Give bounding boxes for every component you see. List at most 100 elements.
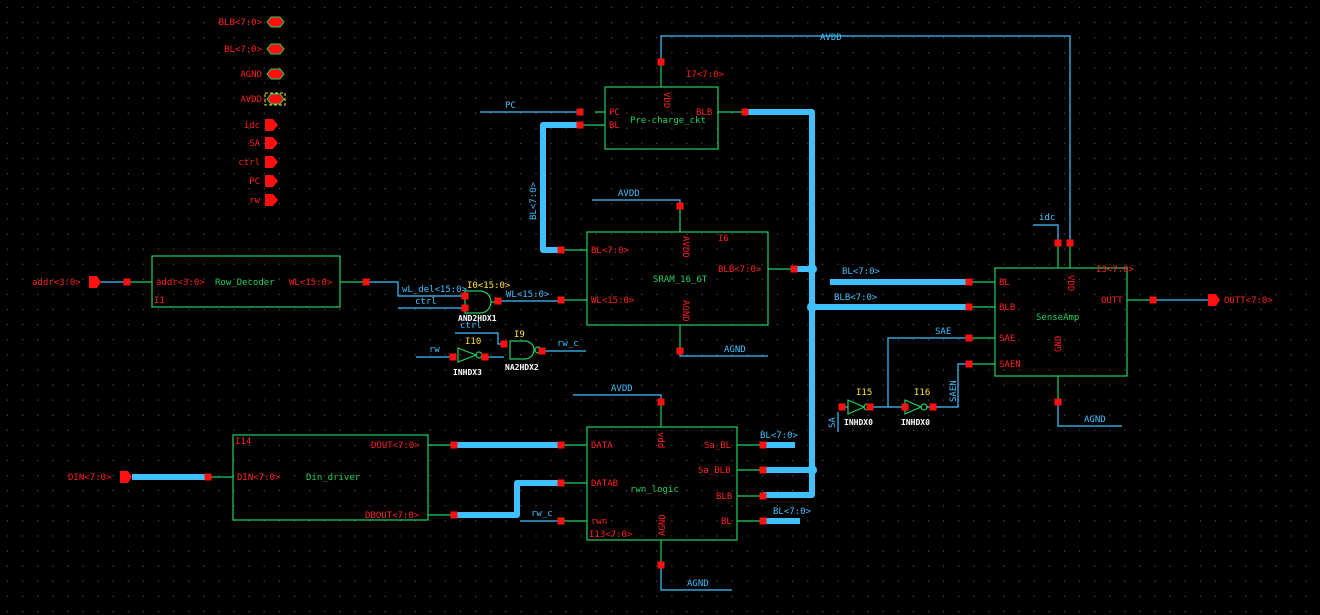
- connection-square: [759, 517, 767, 525]
- svg-text:AGND: AGND: [680, 300, 690, 322]
- svg-text:I16: I16: [914, 388, 930, 398]
- net-label-agnd: AGND: [687, 579, 709, 589]
- svg-text:INHDX0: INHDX0: [901, 418, 930, 427]
- svg-text:NA2HDX2: NA2HDX2: [505, 363, 539, 372]
- svg-text:AND2HDX1: AND2HDX1: [458, 314, 497, 323]
- pin-din[interactable]: DIN<7:0>: [68, 471, 132, 483]
- svg-text:AGND: AGND: [658, 514, 668, 536]
- wire-rwn-agnd[interactable]: [660, 565, 732, 591]
- pin-avdd[interactable]: AVDD: [240, 92, 286, 106]
- wire-idc[interactable]: [1033, 224, 1059, 243]
- svg-text:DIN<7:0>: DIN<7:0>: [237, 473, 281, 483]
- pin-sa[interactable]: SA: [249, 137, 278, 149]
- svg-text:DIN<7:0>: DIN<7:0>: [68, 473, 112, 483]
- wire-avdd-top[interactable]: [660, 35, 1071, 243]
- connection-square: [500, 340, 508, 348]
- connection-square: [481, 353, 489, 361]
- instance-din-driver[interactable]: I14 DIN<7:0> Din_driver DOUT<7:0> DBOUT<…: [208, 434, 454, 521]
- svg-text:BLB: BLB: [999, 303, 1015, 313]
- svg-text:BLB: BLB: [716, 492, 732, 502]
- inout-pin-icon: [266, 16, 285, 28]
- connection-square: [1054, 239, 1062, 247]
- wire-wl-del[interactable]: [366, 281, 465, 309]
- connection-square: [741, 108, 749, 116]
- net-label-wl: WL<15:0>: [506, 290, 550, 300]
- net-label-agnd: AGND: [724, 345, 746, 355]
- net-label-bl: BL<7:0>: [773, 507, 812, 517]
- svg-text:GND: GND: [1054, 336, 1064, 352]
- connection-square: [461, 292, 469, 300]
- instance-senseamp[interactable]: BL BLB SAE SAEN OUTT VDD GND SenseAmp I3…: [969, 243, 1153, 402]
- input-pin-icon: [265, 137, 278, 149]
- connection-square: [204, 473, 212, 481]
- svg-text:BLB<7:0>: BLB<7:0>: [718, 265, 762, 275]
- inout-pin-icon: [266, 43, 285, 55]
- pin-pc[interactable]: PC: [249, 175, 278, 187]
- pin-list: BLB<7:0> BL<7:0> AGND AVDD idc SA ctrl P…: [219, 16, 286, 206]
- svg-text:BL<7:0>: BL<7:0>: [591, 246, 630, 256]
- pin-blb[interactable]: BLB<7:0>: [219, 16, 285, 28]
- svg-text:I0<15:0>: I0<15:0>: [467, 281, 511, 291]
- svg-text:AVDD: AVDD: [240, 95, 262, 105]
- svg-text:INHDX3: INHDX3: [453, 368, 482, 377]
- instance-row-decoder[interactable]: addr<3:0> Row_Decoder WL<15:0> I1: [127, 255, 366, 308]
- svg-text:BL: BL: [999, 278, 1010, 288]
- net-label-ctrl: ctrl: [415, 297, 437, 307]
- bus-bl-precharge[interactable]: [540, 122, 580, 253]
- connection-square: [576, 121, 584, 129]
- inout-pin-icon: [266, 93, 285, 105]
- svg-text:AGND: AGND: [240, 70, 262, 80]
- connection-square: [362, 278, 370, 286]
- connection-square: [557, 296, 565, 304]
- connection-square: [449, 353, 457, 361]
- connection-square: [657, 398, 665, 406]
- connection-square: [450, 441, 458, 449]
- connection-square: [965, 334, 973, 342]
- instance-sram[interactable]: BL<7:0> WL<15:0> BLB<7:0> AVDD AGND SRAM…: [561, 206, 794, 351]
- svg-text:I9: I9: [514, 330, 525, 340]
- net-label-ctrl: ctrl: [460, 321, 482, 331]
- svg-text:addr<3:0>: addr<3:0>: [32, 278, 81, 288]
- net-label-avdd: AVDD: [611, 384, 633, 394]
- connection-square: [1066, 239, 1074, 247]
- pin-addr[interactable]: addr<3:0>: [32, 276, 101, 288]
- connection-square: [790, 265, 798, 273]
- connection-square: [576, 108, 584, 116]
- svg-text:I7<7:0>: I7<7:0>: [686, 70, 725, 80]
- svg-text:OUTT<7:0>: OUTT<7:0>: [1224, 296, 1273, 306]
- pin-bl[interactable]: BL<7:0>: [224, 43, 285, 55]
- pin-outt[interactable]: OUTT<7:0>: [1208, 294, 1273, 306]
- svg-text:AVDD: AVDD: [680, 236, 690, 258]
- net-label-blb: BLB<7:0>: [834, 293, 878, 303]
- svg-text:PC: PC: [609, 108, 620, 118]
- input-pin-icon: [265, 119, 278, 131]
- svg-text:INHDX0: INHDX0: [844, 418, 873, 427]
- connection-square: [929, 403, 937, 411]
- net-label-sa: SA: [828, 417, 838, 428]
- svg-text:VDD: VDD: [661, 92, 671, 108]
- svg-text:I3<7:0>: I3<7:0>: [1096, 265, 1135, 275]
- svg-text:I10: I10: [465, 337, 481, 347]
- pin-ctrl[interactable]: ctrl: [238, 156, 278, 168]
- svg-text:addr<3:0>: addr<3:0>: [156, 278, 205, 288]
- connection-square: [759, 441, 767, 449]
- net-label-bl-vertical: BL<7:0>: [529, 181, 539, 220]
- instance-rwn-logic[interactable]: DATA DATAB rwn I13<7:0> Sa_BL Sa_BLB BLB…: [561, 402, 763, 565]
- pin-idc[interactable]: idc: [244, 119, 278, 131]
- svg-text:DOUT<7:0>: DOUT<7:0>: [371, 441, 420, 451]
- svg-text:I1: I1: [154, 296, 165, 306]
- svg-text:Sa_BL: Sa_BL: [704, 441, 731, 451]
- svg-text:DBOUT<7:0>: DBOUT<7:0>: [365, 511, 420, 521]
- net-label-pc: PC: [505, 101, 516, 111]
- bus-dbout[interactable]: [454, 480, 561, 518]
- connection-square: [965, 278, 973, 286]
- net-label-sae: SAE: [935, 327, 951, 337]
- pin-agnd[interactable]: AGND: [240, 68, 285, 80]
- instance-precharge[interactable]: PC BL BLB VDD Pre-charge_ckt I7<7:0>: [580, 62, 745, 150]
- svg-text:I14: I14: [235, 437, 251, 447]
- connection-square: [838, 403, 846, 411]
- pin-rw[interactable]: rw: [249, 194, 278, 206]
- wire-sense-agnd[interactable]: [1057, 402, 1122, 427]
- svg-text:I15: I15: [856, 388, 872, 398]
